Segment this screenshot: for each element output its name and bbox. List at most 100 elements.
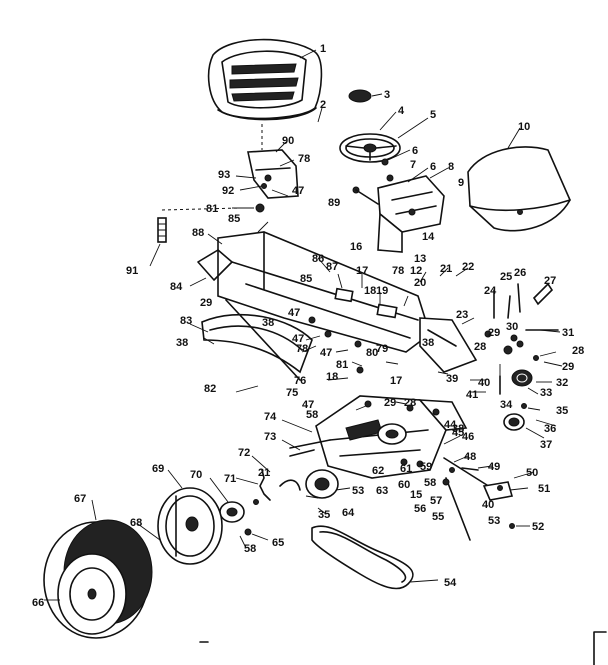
transaxle-part: [289, 395, 468, 479]
brake-linkage-part: [442, 457, 515, 541]
callout-38d: 38: [452, 423, 464, 435]
callout-45: 45: [452, 427, 464, 439]
seat-part: [207, 38, 323, 121]
callout-83: 83: [180, 315, 192, 327]
callout-80: 80: [366, 347, 378, 359]
spring-72: [259, 469, 271, 501]
callout-17b: 17: [390, 375, 402, 387]
callout-40a: 40: [478, 377, 490, 389]
callout-36: 36: [544, 423, 556, 435]
callout-78a: 78: [298, 153, 310, 165]
callout-23: 23: [456, 309, 468, 321]
callout-24: 24: [484, 285, 497, 297]
callout-6a: 6: [412, 145, 418, 157]
callout-63: 63: [376, 485, 388, 497]
callout-38c: 38: [422, 337, 434, 349]
bracket-21: [279, 479, 301, 491]
callout-65: 65: [272, 537, 284, 549]
callout-49: 49: [488, 461, 500, 473]
callout-12: 12: [410, 265, 422, 277]
callout-44: 44: [444, 419, 457, 431]
callout-55: 55: [432, 511, 444, 523]
callout-81a: 81: [206, 203, 218, 215]
callout-18b: 18: [326, 371, 338, 383]
callout-92: 92: [222, 185, 234, 197]
callout-28b: 28: [572, 345, 584, 357]
callout-85b: 85: [300, 273, 312, 285]
main-frame-part: [197, 231, 431, 374]
callout-76: 76: [294, 375, 306, 387]
callout-39: 39: [446, 373, 458, 385]
callout-52: 52: [532, 521, 544, 533]
callout-13: 13: [414, 253, 426, 265]
callout-82: 82: [204, 383, 216, 395]
callout-58a: 58: [306, 409, 318, 421]
callout-1: 1: [320, 43, 326, 55]
callout-47a: 47: [292, 185, 304, 197]
callout-69: 69: [152, 463, 164, 475]
bolt-91-dash: [161, 207, 241, 211]
callout-78b: 78: [296, 343, 308, 355]
callout-7: 7: [410, 159, 416, 171]
callout-86: 86: [312, 253, 324, 265]
screw-81: [255, 203, 265, 213]
callout-16: 16: [350, 241, 362, 253]
callout-40b: 40: [482, 499, 494, 511]
callout-70: 70: [190, 469, 202, 481]
callout-91: 91: [126, 265, 138, 277]
callout-2: 2: [320, 99, 326, 111]
callout-27: 27: [544, 275, 556, 287]
callout-90: 90: [282, 135, 294, 147]
callout-41: 41: [466, 389, 478, 401]
right-pulleys-part: [499, 340, 539, 431]
callout-84: 84: [170, 281, 183, 293]
callout-53b: 53: [488, 515, 500, 527]
callout-51: 51: [538, 483, 550, 495]
callout-31: 31: [562, 327, 574, 339]
callout-64: 64: [342, 507, 355, 519]
callout-38b: 38: [262, 317, 274, 329]
callout-79: 79: [376, 343, 388, 355]
callout-17a: 17: [356, 265, 368, 277]
callout-47b: 47: [288, 307, 300, 319]
callout-60: 60: [398, 479, 410, 491]
callout-47e: 47: [302, 399, 314, 411]
callout-4: 4: [398, 105, 405, 117]
callout-59: 59: [420, 461, 432, 473]
callout-21b: 21: [258, 467, 270, 479]
callout-18a: 18: [364, 285, 376, 297]
footrest-plate-part: [419, 317, 478, 373]
callout-68: 68: [130, 517, 142, 529]
callout-32: 32: [556, 377, 568, 389]
callout-54: 54: [444, 577, 457, 589]
callout-3: 3: [384, 89, 390, 101]
callout-93: 93: [218, 169, 230, 181]
dash-support-part: [352, 175, 445, 253]
callout-47d: 47: [320, 347, 332, 359]
callout-22: 22: [462, 261, 474, 273]
rod-82: [225, 299, 301, 381]
callout-78c: 78: [392, 265, 404, 277]
callout-89: 89: [328, 197, 340, 209]
callout-53a: 53: [352, 485, 364, 497]
callout-85a: 85: [228, 213, 240, 225]
steering-wheel-part: [339, 89, 401, 182]
callout-37: 37: [540, 439, 552, 451]
callout-6b: 6: [430, 161, 436, 173]
shift-levers-part: [484, 282, 559, 342]
callout-28a: 28: [474, 341, 486, 353]
hub-part: [219, 499, 259, 536]
wheel-rim-part: [157, 487, 223, 565]
callout-35b: 35: [318, 509, 330, 521]
callout-46: 46: [462, 431, 474, 443]
callout-9: 9: [458, 177, 464, 189]
callout-58c: 58: [244, 543, 256, 555]
callout-38a: 38: [176, 337, 188, 349]
leader-lines: [44, 49, 563, 601]
bolt-91: [157, 217, 167, 243]
callout-5: 5: [430, 109, 436, 121]
callout-20: 20: [414, 277, 426, 289]
callout-33: 33: [540, 387, 552, 399]
callout-35a: 35: [556, 405, 568, 417]
